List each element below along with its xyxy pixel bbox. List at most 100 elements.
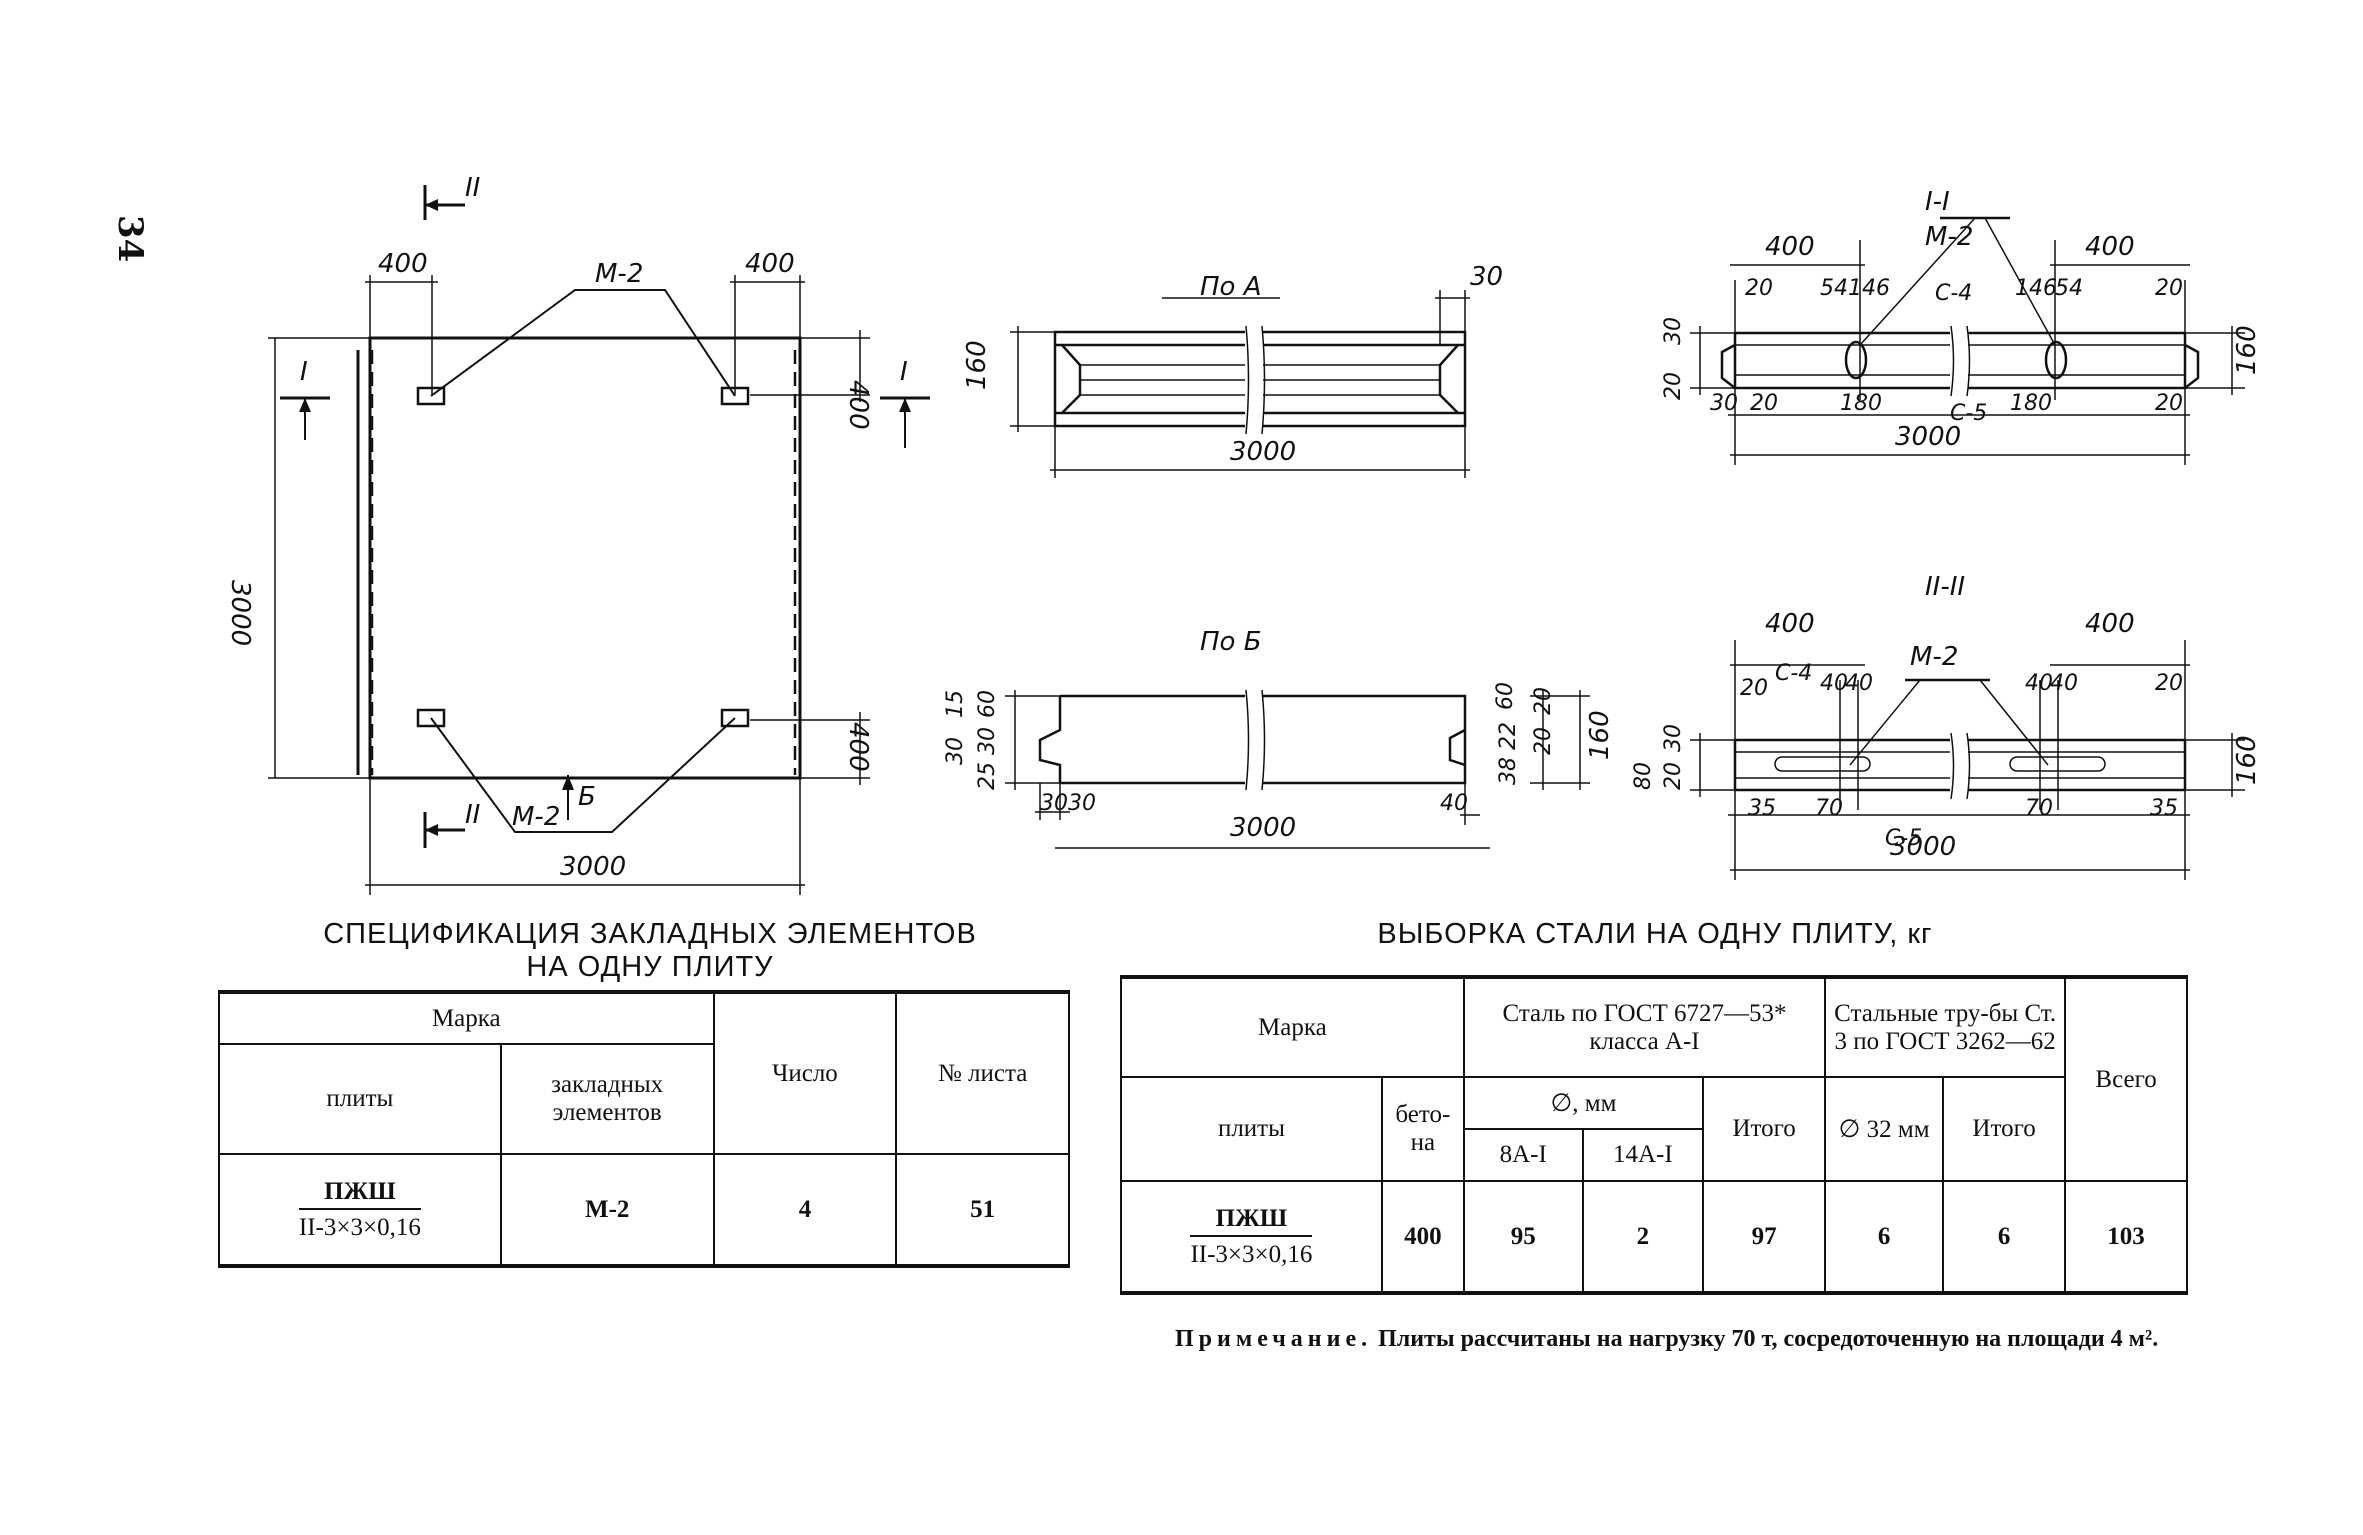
plan-section-i-right: I: [900, 357, 908, 387]
view-b-dim-r22: 22: [1496, 722, 1521, 750]
section-2-dim-left-20: 20: [1661, 762, 1686, 790]
view-b-dim-r20b: 20: [1531, 727, 1556, 755]
steel-header-diam: ∅, мм: [1462, 1076, 1705, 1130]
view-a-dim-160: 160: [962, 340, 992, 390]
steel-header-14a: 14А-I: [1581, 1128, 1705, 1182]
section-1-dim-b180a: 180: [1840, 391, 1882, 416]
steel-header-8a: 8А-I: [1462, 1128, 1584, 1182]
section-1-dim-160: 160: [2232, 325, 2262, 375]
spec-header-chislo: Число: [712, 990, 898, 1155]
spec-row-element: М-2: [499, 1153, 715, 1268]
section-2-dim-40d: 40: [2050, 671, 2078, 696]
plan-section-i-left: I: [300, 357, 308, 387]
section-1-drawing: [1690, 216, 2245, 465]
section-1-dim-146b: 146: [2015, 276, 2057, 301]
view-b-dim-60: 60: [975, 690, 1000, 718]
section-1-dim-146a: 146: [1848, 276, 1890, 301]
plan-section-ii-bottom: II: [465, 800, 480, 830]
plan-label-m2-top: М-2: [595, 259, 643, 289]
steel-header-itogo1: Итого: [1702, 1076, 1827, 1182]
note: Примечание. Плиты рассчитаны на нагрузку…: [1175, 1325, 2205, 1353]
section-1-dim-54b: 54: [2055, 276, 2083, 301]
spec-header-marka: Марка: [218, 990, 715, 1045]
steel-plate-denominator: II-3×3×0,16: [1190, 1240, 1313, 1268]
plan-dim-right-bottom: 400: [843, 722, 873, 772]
plan-dim-left: 3000: [225, 580, 255, 646]
steel-row-plate: ПЖШ II-3×3×0,16: [1120, 1180, 1383, 1295]
spec-header-plity: плиты: [218, 1043, 502, 1155]
plan-dim-bottom: 3000: [560, 852, 626, 882]
view-b-title: По Б: [1200, 627, 1262, 657]
section-1-dim-b30: 30: [1710, 391, 1738, 416]
view-b-dim-3000: 3000: [1230, 813, 1296, 843]
view-b-dim-40: 40: [1440, 791, 1468, 816]
section-1-dim-left-30: 30: [1661, 317, 1686, 345]
spec-header-zaklad: закладных элементов: [499, 1043, 715, 1155]
view-b-dim-r160: 160: [1585, 710, 1615, 760]
steel-row-14a: 2: [1581, 1180, 1705, 1295]
section-2-dim-left-80: 80: [1631, 762, 1656, 790]
view-b-dim-30b: 30: [975, 727, 1000, 755]
steel-header-itogo2: Итого: [1942, 1076, 2067, 1182]
spec-row-count: 4: [712, 1153, 898, 1268]
spec-caption-line2: НА ОДНУ ПЛИТУ: [526, 951, 774, 983]
steel-row-beton: 400: [1380, 1180, 1465, 1295]
spec-plate-denominator: II-3×3×0,16: [298, 1213, 421, 1241]
section-2-dim-top-left: 400: [1765, 609, 1815, 639]
steel-plate-fraction: ПЖШ II-3×3×0,16: [1190, 1205, 1313, 1269]
plan-dim-top-left: 400: [378, 249, 428, 279]
plan-label-m2-bottom: М-2: [512, 802, 560, 832]
view-b-dim-25: 25: [975, 762, 1000, 790]
view-a-title: По А: [1200, 272, 1262, 302]
section-1-dim-b20: 20: [1750, 391, 1778, 416]
section-1-dim-20a: 20: [1745, 276, 1773, 301]
view-a-dim-30: 30: [1470, 262, 1503, 292]
spec-table-caption: СПЕЦИФИКАЦИЯ ЗАКЛАДНЫХ ЭЛЕМЕНТОВ НА ОДНУ…: [270, 918, 1030, 984]
section-2-label-c5: С-5: [1885, 826, 1922, 851]
view-a-dim-3000: 3000: [1230, 437, 1296, 467]
view-b-dim-r60: 60: [1493, 682, 1518, 710]
section-1-label-c5: С-5: [1950, 401, 1987, 426]
spec-plate-numerator: ПЖШ: [298, 1178, 421, 1210]
steel-row-itogo2: 6: [1942, 1180, 2067, 1295]
section-1-dim-left-20: 20: [1661, 372, 1686, 400]
section-1-dim-3000: 3000: [1895, 422, 1961, 452]
section-1-dim-b20b: 20: [2155, 391, 2183, 416]
section-2-dim-b35a: 35: [1748, 796, 1776, 821]
steel-table-caption: ВЫБОРКА СТАЛИ НА ОДНУ ПЛИТУ, кг: [1377, 918, 1933, 950]
spec-row-plate: ПЖШ II-3×3×0,16: [218, 1153, 502, 1268]
section-2-dim-top-right: 400: [2085, 609, 2135, 639]
spec-caption-line1: СПЕЦИФИКАЦИЯ ЗАКЛАДНЫХ ЭЛЕМЕНТОВ: [323, 918, 977, 950]
section-1-dim-54a: 54: [1820, 276, 1848, 301]
section-2-dim-160: 160: [2232, 735, 2262, 785]
steel-header-vsego: Всего: [2064, 975, 2188, 1182]
section-1-dim-20b: 20: [2155, 276, 2183, 301]
section-2-dim-left-30: 30: [1661, 724, 1686, 752]
plan-section-ii-top: II: [465, 173, 480, 203]
section-2-dim-20a: 20: [1740, 676, 1768, 701]
view-b-dim-3030: 3030: [1040, 791, 1096, 816]
steel-table: Марка Сталь по ГОСТ 6727—53* класса А-I …: [1120, 975, 2188, 1295]
note-label: Примечание.: [1175, 1326, 1373, 1352]
view-b-dim-r20a: 20: [1531, 687, 1556, 715]
section-1-dim-b180b: 180: [2010, 391, 2052, 416]
view-b-dim-30a: 30: [943, 737, 968, 765]
spec-plate-fraction: ПЖШ II-3×3×0,16: [298, 1178, 421, 1242]
section-1-sub: М-2: [1925, 222, 1973, 252]
steel-header-betona: бето-на: [1380, 1076, 1465, 1182]
plan-dim-top-right: 400: [745, 249, 795, 279]
section-1-label-c4: С-4: [1935, 281, 1972, 306]
spec-header-list: № листа: [895, 990, 1070, 1155]
plan-dim-right-top: 400: [843, 380, 873, 430]
steel-row-8a: 95: [1462, 1180, 1584, 1295]
section-2-dim-b70a: 70: [1815, 796, 1843, 821]
section-2-sub: М-2: [1910, 642, 1958, 672]
view-b-dim-r38: 38: [1496, 757, 1521, 785]
steel-header-plity: плиты: [1120, 1076, 1383, 1182]
section-2-dim-b35b: 35: [2150, 796, 2178, 821]
section-2-dim-20b: 20: [2155, 671, 2183, 696]
spec-row-sheet: 51: [895, 1153, 1070, 1268]
section-2-label-c4: С-4: [1775, 661, 1812, 686]
steel-plate-numerator: ПЖШ: [1190, 1205, 1313, 1237]
